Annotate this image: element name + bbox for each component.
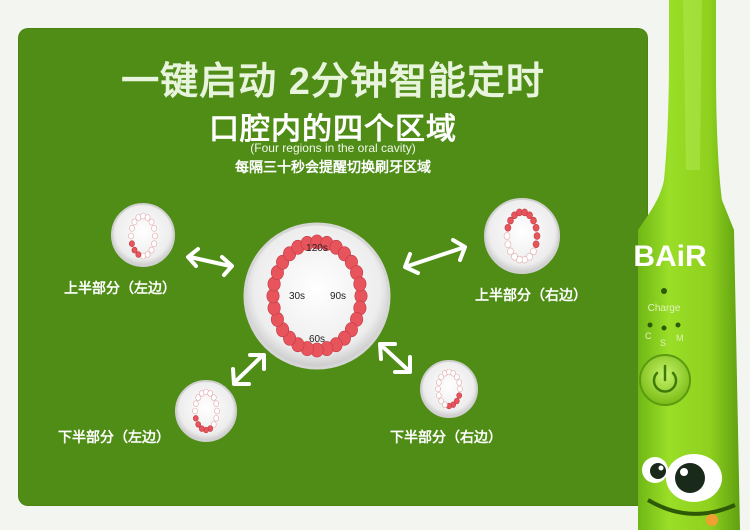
tooth-icon — [148, 246, 155, 254]
tooth-icon — [135, 251, 142, 258]
tooth-icon — [453, 373, 460, 381]
tooth-icon — [453, 397, 460, 405]
arrow-upper-right-icon — [403, 238, 467, 275]
label-60s: 60s — [309, 334, 325, 345]
tooth-icon — [457, 385, 463, 393]
tooth-icon — [144, 214, 151, 221]
region-upper-right-diagram — [484, 198, 560, 274]
tooth-icon — [533, 232, 541, 240]
region-upper-left-diagram — [111, 203, 175, 267]
brand-logo: BAiR — [633, 240, 707, 273]
region-lower-right-label: 下半部分（右边） — [390, 429, 502, 445]
tooth-icon — [450, 370, 457, 377]
mode-m-label: M — [676, 333, 684, 343]
tooth-icon — [199, 425, 205, 432]
region-upper-right-label: 上半部分（右边） — [475, 287, 587, 303]
region-upper-left-label: 上半部分（左边） — [64, 280, 176, 296]
tooth-icon — [213, 415, 219, 422]
region-lower-left-diagram — [175, 380, 237, 442]
tooth-icon — [532, 240, 540, 248]
subheadline: 口腔内的四个区域 — [209, 113, 457, 146]
tooth-icon — [438, 397, 445, 405]
power-button[interactable] — [639, 354, 691, 406]
tooth-icon — [131, 218, 138, 226]
mode-c-label: C — [645, 331, 652, 341]
charge-indicator-icon — [661, 288, 667, 294]
tooth-icon — [503, 232, 511, 240]
tooth-icon — [211, 421, 217, 428]
tooth-icon — [438, 373, 445, 381]
tooth-icon — [511, 253, 518, 261]
tooth-icon — [193, 415, 199, 422]
tooth-icon — [526, 211, 533, 219]
label-120s: 120s — [306, 243, 328, 254]
charge-label: Charge — [648, 303, 681, 314]
tooth-icon — [128, 240, 135, 247]
arrow-upper-left-icon — [186, 247, 234, 277]
tooth-icon — [192, 407, 198, 415]
tooth-icon — [151, 240, 157, 247]
tooth-icon — [128, 225, 135, 232]
mode-c-indicator-icon — [647, 322, 653, 328]
tooth-icon — [128, 232, 134, 240]
headline: 一键启动 2分钟智能定时 — [121, 61, 545, 103]
tooth-icon — [456, 379, 463, 386]
tooth-icon — [353, 276, 367, 292]
tooth-icon — [530, 216, 537, 225]
tooth-icon — [456, 392, 463, 399]
tooth-icon — [435, 392, 442, 399]
tooth-icon — [131, 246, 138, 254]
tooth-icon — [532, 224, 540, 232]
region-lower-right-diagram — [420, 360, 478, 418]
tooth-icon — [435, 385, 441, 393]
tooth-icon — [530, 247, 537, 256]
toothbrush: BAiR Charge C S M — [633, 0, 740, 530]
center-oral-diagram: 120s 30s 90s 60s — [243, 222, 391, 370]
reminder-text: 每隔三十秒会提醒切换刷牙区域 — [235, 159, 431, 175]
mode-s-indicator-icon — [661, 325, 667, 331]
tooth-icon — [504, 240, 512, 248]
frog-mascot-icon — [642, 454, 736, 526]
arrow-lower-left-icon — [231, 353, 266, 386]
tooth-icon — [211, 394, 217, 401]
tooth-icon — [151, 225, 157, 232]
tooth-icon — [507, 247, 514, 256]
arrow-lower-right-icon — [378, 342, 412, 374]
tooth-icon — [148, 218, 155, 226]
mode-m-indicator-icon — [675, 322, 681, 328]
tooth-icon — [214, 407, 220, 415]
tooth-icon — [213, 400, 219, 407]
mode-s-label: S — [660, 338, 666, 348]
teeth-ring — [266, 234, 368, 358]
tooth-icon — [152, 232, 158, 240]
tooth-icon — [195, 421, 201, 428]
tooth-icon — [435, 379, 442, 386]
label-90s: 90s — [330, 291, 346, 302]
region-lower-left-label: 下半部分（左边） — [58, 429, 170, 445]
tooth-icon — [441, 401, 448, 408]
tooth-icon — [195, 394, 201, 401]
english-subtitle: (Four regions in the oral cavity) — [250, 141, 416, 155]
tooth-icon — [504, 224, 512, 232]
tooth-icon — [207, 390, 213, 397]
label-30s: 30s — [289, 291, 305, 302]
tooth-icon — [507, 216, 514, 225]
power-icon — [652, 364, 678, 393]
tooth-icon — [193, 400, 199, 407]
